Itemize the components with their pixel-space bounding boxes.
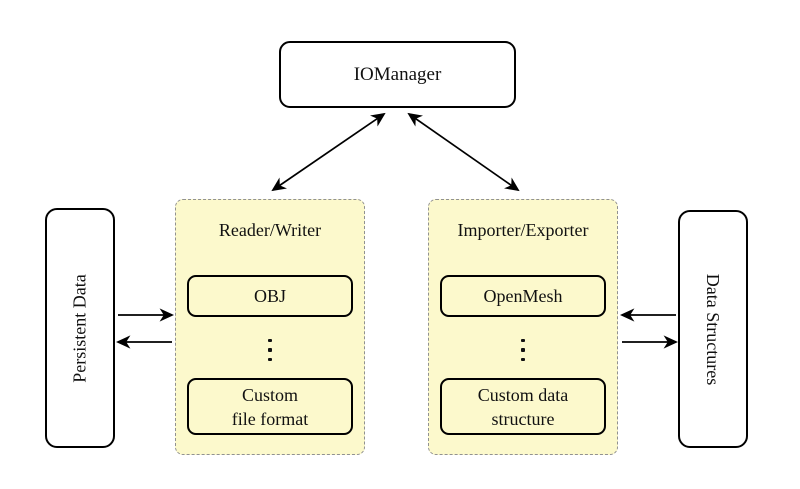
group-reader-writer: Reader/Writer OBJ Custom file format xyxy=(175,199,365,455)
vertical-ellipsis-icon xyxy=(176,333,364,367)
custom-file-format-line2: file format xyxy=(231,408,309,429)
group-importer-exporter: Importer/Exporter OpenMesh Custom data s… xyxy=(428,199,618,455)
custom-data-structure-line1: Custom data xyxy=(477,384,569,405)
obj-label: OBJ xyxy=(253,286,286,306)
ellipsis-dot xyxy=(521,338,525,343)
custom-file-format-box: Custom file format xyxy=(187,378,353,435)
obj-box: OBJ xyxy=(187,275,353,317)
group-title-reader-writer: Reader/Writer xyxy=(218,220,322,240)
ellipsis-dot xyxy=(268,348,272,352)
openmesh-label: OpenMesh xyxy=(483,286,563,306)
custom-file-format-line1: Custom xyxy=(241,384,298,405)
data-structures-box: Data Structures xyxy=(678,210,748,448)
persistent-data-label: Persistent Data xyxy=(69,273,90,383)
openmesh-box: OpenMesh xyxy=(440,275,606,317)
iomanager-box: IOManager xyxy=(279,41,516,108)
ellipsis-dot xyxy=(268,338,272,343)
arrow-iomanager-importerexporter xyxy=(407,112,520,192)
ellipsis-dot xyxy=(268,357,272,362)
arrow-iomanager-readerwriter xyxy=(271,112,386,192)
ellipsis-dot xyxy=(521,357,525,362)
iomanager-label: IOManager xyxy=(353,63,442,85)
custom-data-structure-box: Custom data structure xyxy=(440,378,606,435)
vertical-ellipsis-icon xyxy=(429,333,617,367)
ellipsis-dot xyxy=(521,348,525,352)
group-title-importer-exporter: Importer/Exporter xyxy=(457,220,589,240)
data-structures-label: Data Structures xyxy=(703,273,724,385)
custom-data-structure-line2: structure xyxy=(491,408,555,429)
persistent-data-box: Persistent Data xyxy=(45,208,115,448)
